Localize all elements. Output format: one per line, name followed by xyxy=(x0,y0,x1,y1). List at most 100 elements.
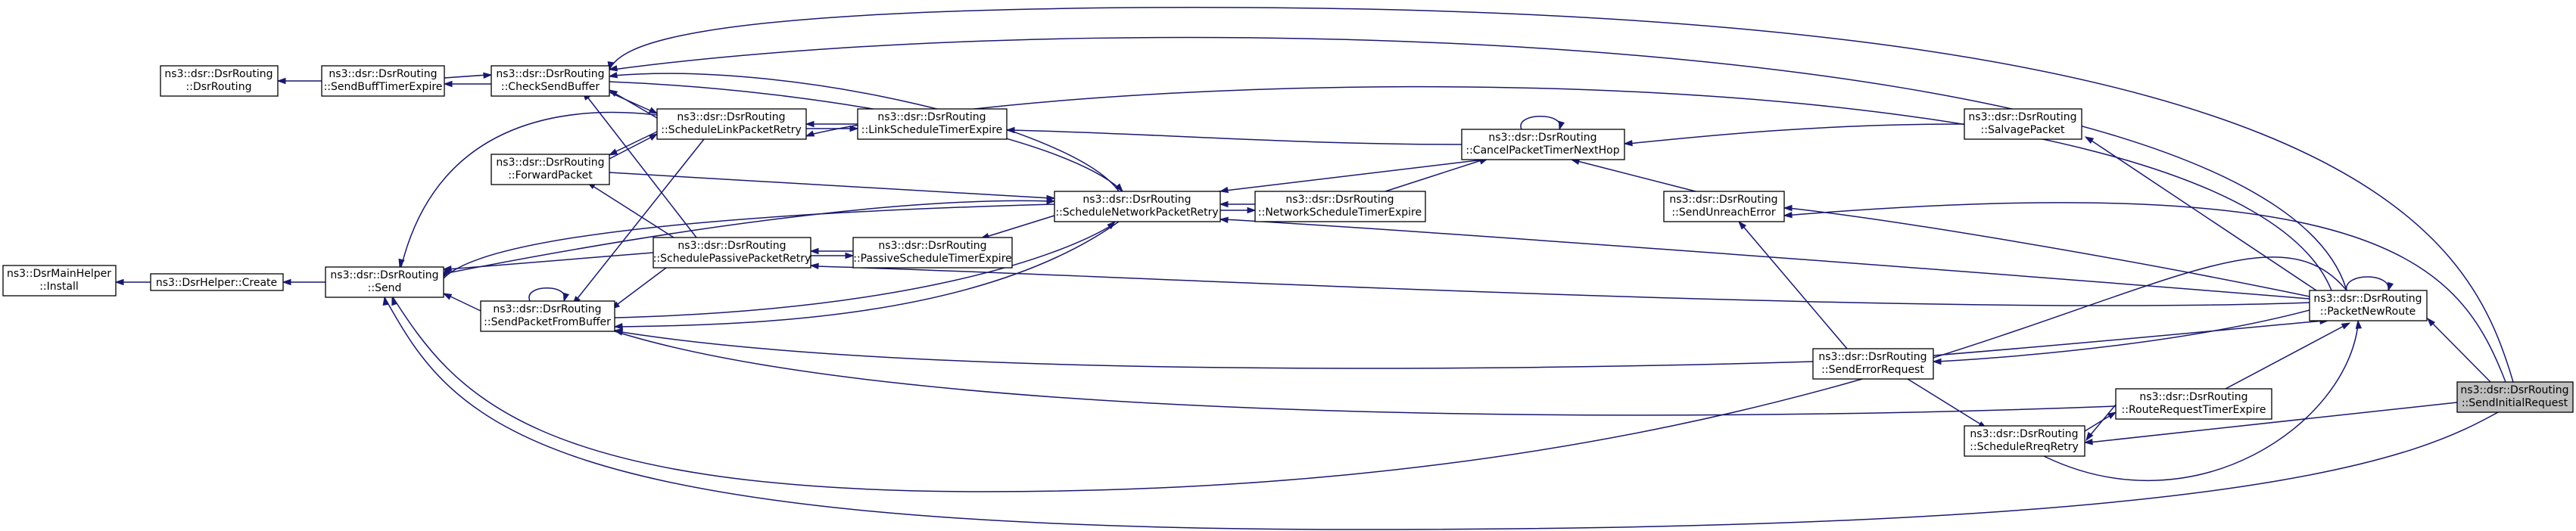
arrowhead-icon xyxy=(613,322,623,330)
edge-passretry-to-send xyxy=(442,252,654,272)
node-schedule-link-packet-retry[interactable]: ns3::dsr::DsrRouting ::ScheduleLinkPacke… xyxy=(656,108,807,140)
node-send-unreach-error[interactable]: ns3::dsr::DsrRouting ::SendUnreachError xyxy=(1663,191,1785,222)
arrowhead-icon xyxy=(2084,136,2095,144)
node-send-error-request[interactable]: ns3::dsr::DsrRouting ::SendErrorRequest xyxy=(1812,348,1934,380)
node-route-request-timer-expire[interactable]: ns3::dsr::DsrRouting ::RouteRequestTimer… xyxy=(2115,388,2272,420)
svg-text:::ScheduleNetworkPacketRetry: ::ScheduleNetworkPacketRetry xyxy=(1055,206,1218,219)
edge-packetnewroute-to-passretry xyxy=(809,262,2310,306)
edge-line xyxy=(1787,207,2310,297)
svg-text:::SendBuffTimerExpire: ::SendBuffTimerExpire xyxy=(324,81,443,93)
svg-text:::SendErrorRequest: ::SendErrorRequest xyxy=(1821,364,1924,376)
svg-text:ns3::dsr::DsrRouting: ns3::dsr::DsrRouting xyxy=(164,68,273,80)
svg-text:ns3::dsr::DsrRouting: ns3::dsr::DsrRouting xyxy=(1968,111,2076,123)
svg-text:::DsrRouting: ::DsrRouting xyxy=(186,81,252,93)
svg-text:ns3::dsr::DsrRouting: ns3::dsr::DsrRouting xyxy=(496,157,604,169)
node-send-buff-timer-expire[interactable]: ns3::dsr::DsrRouting ::SendBuffTimerExpi… xyxy=(321,65,445,97)
node-schedule-network-packet-retry[interactable]: ns3::dsr::DsrRouting ::ScheduleNetworkPa… xyxy=(1054,191,1221,222)
node-send[interactable]: ns3::dsr::DsrRouting ::Send xyxy=(325,266,444,298)
edge-schedreq-to-packetnewroute xyxy=(2043,319,2363,482)
arrowhead-icon xyxy=(608,72,618,79)
arrowhead-icon xyxy=(2107,411,2117,420)
edge-line xyxy=(1574,160,1696,192)
edge-line xyxy=(1520,116,1561,130)
arrowhead-icon xyxy=(1219,200,1229,208)
arrowhead-icon xyxy=(1107,220,1117,230)
svg-text:ns3::dsr::DsrRouting: ns3::dsr::DsrRouting xyxy=(496,68,604,80)
svg-text:ns3::dsr::DsrRouting: ns3::dsr::DsrRouting xyxy=(1669,194,1777,206)
edge-line xyxy=(447,294,481,312)
node-packet-new-route[interactable]: ns3::dsr::DsrRouting ::PacketNewRoute xyxy=(2309,290,2428,321)
edge-line xyxy=(614,331,2117,416)
arrowhead-icon xyxy=(483,72,493,79)
arrowhead-icon xyxy=(276,77,286,85)
arrowhead-icon xyxy=(1623,139,1633,147)
edge-routereq-to-frombuf xyxy=(613,329,2117,416)
edge-passtimer-to-passretry xyxy=(809,247,853,255)
edge-line xyxy=(1223,219,2310,300)
edge-line xyxy=(2225,324,2347,390)
edge-sendinitial-to-send-top xyxy=(607,7,2514,383)
node-dsr-routing[interactable]: ns3::dsr::DsrRouting ::DsrRouting xyxy=(160,65,279,97)
arrowhead-icon xyxy=(1046,197,1056,205)
node-network-schedule-timer-expire[interactable]: ns3::dsr::DsrRouting ::NetworkScheduleTi… xyxy=(1254,191,1426,222)
edge-cancel-to-linktimer xyxy=(1005,126,1462,145)
node-schedule-rreq-retry[interactable]: ns3::dsr::DsrRouting ::ScheduleRreqRetry xyxy=(1964,425,2085,457)
edge-sendinitial-to-schedreq xyxy=(2083,402,2458,446)
edge-line xyxy=(1628,123,1965,144)
svg-text:::SchedulePassivePacketRetry: ::SchedulePassivePacketRetry xyxy=(653,253,811,265)
edge-errreq-to-schedreq xyxy=(1907,378,1988,429)
edge-line xyxy=(1385,159,1484,192)
edge-packetnewroute-to-send xyxy=(391,256,2347,492)
edge-packetnewroute-self xyxy=(2346,276,2394,292)
node-create[interactable]: ns3::DsrHelper::Create xyxy=(150,273,284,291)
arrowhead-icon xyxy=(2355,319,2363,329)
edge-line xyxy=(392,256,2347,492)
edge-sendinitial-to-unreach xyxy=(1783,202,2506,383)
edge-packetnewroute-to-check xyxy=(608,36,2347,291)
node-send-packet-from-buffer[interactable]: ns3::dsr::DsrRouting ::SendPacketFromBuf… xyxy=(480,300,615,332)
svg-text:ns3::dsr::DsrRouting: ns3::dsr::DsrRouting xyxy=(1488,132,1596,144)
edge-line xyxy=(983,215,1055,238)
edge-send-to-create xyxy=(282,278,326,286)
svg-text:::SalvagePacket: ::SalvagePacket xyxy=(1981,124,2065,136)
node-send-initial-request[interactable]: ns3::dsr::DsrRouting ::SendInitialReques… xyxy=(2456,381,2574,413)
edge-check-to-sendbuff xyxy=(443,80,491,88)
edge-linkretry-to-send xyxy=(398,111,658,269)
node-install[interactable]: ns3::DsrMainHelper ::Install xyxy=(2,265,117,297)
svg-text:ns3::dsr::DsrRouting: ns3::dsr::DsrRouting xyxy=(1818,351,1927,363)
edge-errreq-to-packetnewroute xyxy=(1933,318,2329,356)
arrowhead-icon xyxy=(282,278,291,286)
arrowhead-icon xyxy=(1114,183,1124,193)
edge-line xyxy=(2089,138,2317,291)
node-check-send-buffer[interactable]: ns3::dsr::DsrRouting ::CheckSendBuffer xyxy=(491,65,610,97)
edge-line xyxy=(609,92,654,113)
svg-text:::LinkScheduleTimerExpire: ::LinkScheduleTimerExpire xyxy=(861,124,1002,136)
arrowhead-icon xyxy=(809,247,819,255)
node-salvage-packet[interactable]: ns3::dsr::DsrRouting ::SalvagePacket xyxy=(1964,108,2082,140)
arrowhead-icon xyxy=(1219,216,1229,224)
edge-line xyxy=(814,266,2310,306)
node-forward-packet[interactable]: ns3::dsr::DsrRouting ::ForwardPacket xyxy=(491,154,610,185)
svg-text:::ForwardPacket: ::ForwardPacket xyxy=(508,169,593,182)
node-schedule-passive-packet-retry[interactable]: ns3::dsr::DsrRouting ::SchedulePassivePa… xyxy=(653,237,811,269)
edge-forward-to-netretry xyxy=(609,172,1056,202)
arrowhead-icon xyxy=(648,107,659,114)
svg-text:ns3::DsrHelper::Create: ns3::DsrHelper::Create xyxy=(156,277,277,289)
svg-text:ns3::dsr::DsrRouting: ns3::dsr::DsrRouting xyxy=(677,240,786,252)
svg-text:ns3::dsr::DsrRouting: ns3::dsr::DsrRouting xyxy=(2460,384,2568,396)
node-passive-schedule-timer-expire[interactable]: ns3::dsr::DsrRouting ::PassiveScheduleTi… xyxy=(852,237,1013,269)
edge-line xyxy=(609,172,1051,199)
arrowhead-icon xyxy=(398,258,405,269)
node-link-schedule-timer-expire[interactable]: ns3::dsr::DsrRouting ::LinkScheduleTimer… xyxy=(857,108,1008,140)
edge-passretry-to-passtimer xyxy=(811,252,855,259)
edge-forward-to-linkretry xyxy=(609,133,659,160)
edge-create-to-install xyxy=(114,278,151,286)
node-cancel-packet-timer-next-hop[interactable]: ns3::dsr::DsrRouting ::CancelPacketTimer… xyxy=(1461,129,1625,160)
edge-line xyxy=(609,135,654,160)
svg-text:::Send: ::Send xyxy=(368,282,402,294)
edge-schedreq-to-routereq xyxy=(2084,411,2117,432)
edge-line xyxy=(616,331,1814,369)
arrowhead-icon xyxy=(809,262,819,270)
arrowhead-icon xyxy=(1737,220,1747,230)
edge-frombuf-self xyxy=(528,287,570,303)
